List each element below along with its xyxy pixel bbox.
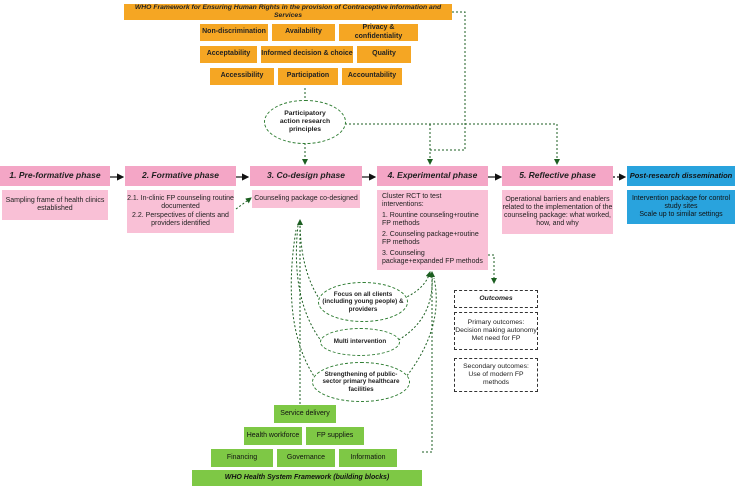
primary-outcomes-box: Primary outcomes: Decision making autono… bbox=[454, 312, 538, 350]
phase-5-body: Operational barriers and enablers relate… bbox=[502, 190, 613, 234]
rights-participation: Participation bbox=[278, 68, 338, 85]
primary-outcome-1: Decision making autonomy bbox=[455, 326, 537, 334]
secondary-outcome-1: Use of modern FP methods bbox=[468, 370, 524, 387]
post-research-title: Post-research dissemination bbox=[627, 166, 735, 186]
phase-2-body: 2.1. In-clinic FP counseling routine doc… bbox=[127, 190, 234, 233]
hs-fp-supplies: FP supplies bbox=[306, 427, 364, 445]
par-line-2: action research bbox=[279, 117, 331, 125]
phase-4-item-1: 1. Rountine counseling+routine FP method… bbox=[382, 212, 479, 228]
post-research-line-2: Scale up to similar settings bbox=[639, 211, 723, 219]
focus-clients-ellipse: Focus on all clients (including young pe… bbox=[318, 282, 408, 322]
phase-4-item-3: 3. Counseling package+expanded FP method… bbox=[382, 250, 483, 266]
phase-4-item-2: 2. Counseling package+routine FP methods bbox=[382, 231, 479, 247]
hs-information: Information bbox=[339, 449, 397, 467]
hs-health-workforce: Health workforce bbox=[244, 427, 302, 445]
who-hs-title: WHO Health System Framework (building bl… bbox=[192, 470, 422, 486]
par-line-3: principles bbox=[288, 126, 322, 134]
phase-4-title: 4. Experimental phase bbox=[377, 166, 488, 186]
hs-service-delivery: Service delivery bbox=[274, 405, 336, 423]
rights-informed-choice: Informed decision & choice bbox=[261, 46, 353, 63]
rights-acceptability: Acceptability bbox=[200, 46, 257, 63]
phase-2-title: 2. Formative phase bbox=[125, 166, 236, 186]
hs-financing: Financing bbox=[211, 449, 273, 467]
post-research-body: Intervention package for control study s… bbox=[627, 190, 735, 224]
phase-4-intro: Cluster RCT to test interventions: bbox=[382, 193, 442, 209]
rights-availability: Availability bbox=[272, 24, 335, 41]
rights-accessibility: Accessibility bbox=[210, 68, 274, 85]
post-research-line-1: Intervention package for control study s… bbox=[631, 194, 731, 210]
secondary-outcomes-label: Secondary outcomes: bbox=[463, 362, 529, 370]
phase-2-item-2: 2.2. Perspectives of clients and provide… bbox=[132, 211, 229, 227]
rights-non-discrimination: Non-discrimination bbox=[200, 24, 268, 41]
hs-governance: Governance bbox=[277, 449, 335, 467]
rights-accountability: Accountability bbox=[342, 68, 402, 85]
par-line-1: Participatory bbox=[284, 109, 326, 117]
rights-privacy: Privacy & confidentiality bbox=[339, 24, 418, 41]
phase-3-body: Counseling package co-designed bbox=[252, 190, 360, 208]
phase-2-item-1: 2.1. In-clinic FP counseling routine doc… bbox=[127, 195, 234, 211]
primary-outcomes-label: Primary outcomes: bbox=[467, 318, 525, 326]
phase-4-body: Cluster RCT to test interventions: 1. Ro… bbox=[377, 190, 488, 270]
phase-1-title: 1. Pre-formative phase bbox=[0, 166, 110, 186]
par-principles-ellipse: Participatory action research principles bbox=[264, 100, 346, 144]
strengthening-ellipse: Strengthening of public-sector primary h… bbox=[312, 362, 410, 402]
primary-outcome-2: Met need for FP bbox=[471, 335, 521, 343]
rights-quality: Quality bbox=[357, 46, 411, 63]
phase-1-body: Sampling frame of health clinics establi… bbox=[2, 190, 108, 220]
multi-intervention-ellipse: Multi intervention bbox=[320, 328, 400, 356]
phase-5-title: 5. Reflective phase bbox=[502, 166, 613, 186]
who-rights-title: WHO Framework for Ensuring Human Rights … bbox=[124, 4, 452, 20]
outcomes-title: Outcomes bbox=[454, 290, 538, 308]
phase-3-title: 3. Co-design phase bbox=[250, 166, 362, 186]
secondary-outcomes-box: Secondary outcomes: Use of modern FP met… bbox=[454, 358, 538, 392]
